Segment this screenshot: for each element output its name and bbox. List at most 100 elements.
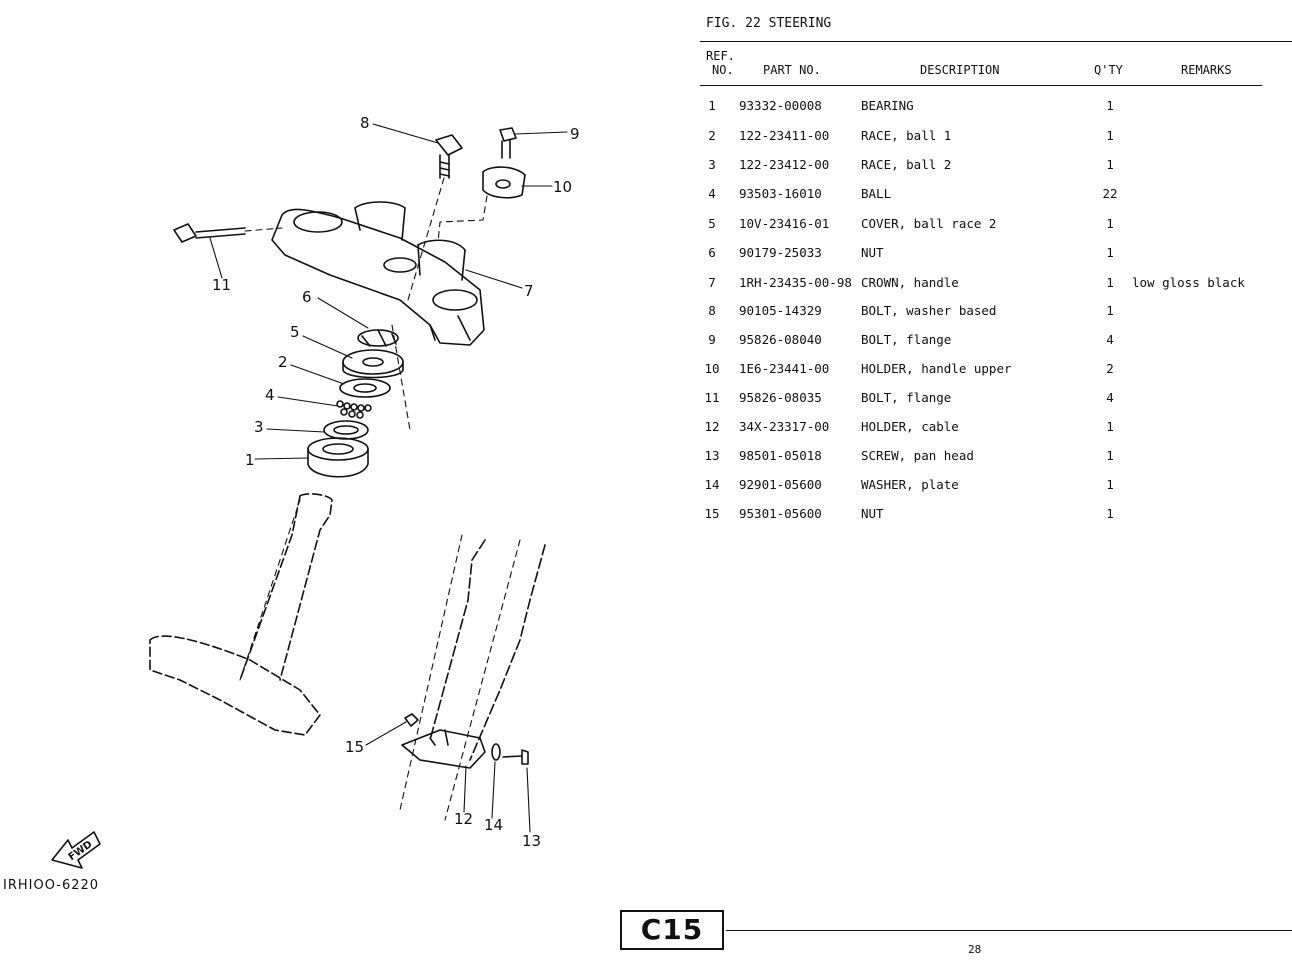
callout-labels: 8 9 10 11 7 6 5 2 4 3 1 15 12 14 13 <box>212 114 580 850</box>
qty: 2 <box>1106 361 1114 376</box>
ref-no: 12 <box>704 419 720 434</box>
table-row: 7 1RH-23435-00-98 CROWN, handle 1 low gl… <box>700 275 1292 293</box>
steering-stem-bracket <box>149 493 333 736</box>
fwd-arrow-icon <box>51 831 101 869</box>
ref-no: 5 <box>708 216 716 231</box>
holder-handle-upper-part <box>482 166 526 199</box>
ref-no: 1 <box>708 98 716 113</box>
table-top-rule <box>700 41 1292 42</box>
header-ref-line2: NO. <box>712 63 734 77</box>
part-no: 10V-23416-01 <box>739 216 830 231</box>
description: COVER, ball race 2 <box>861 216 997 231</box>
part-no: 95826-08035 <box>739 390 822 405</box>
table-row: 3 122-23412-00 RACE, ball 2 1 <box>700 157 1292 175</box>
callout-14: 14 <box>484 816 503 834</box>
page-number: 28 <box>968 943 982 956</box>
ref-no: 2 <box>708 128 716 143</box>
screw-pan-head-part <box>502 749 529 765</box>
ref-no: 13 <box>704 448 720 463</box>
callout-12: 12 <box>454 810 473 828</box>
bolt-washer-based-part <box>435 134 463 179</box>
description: NUT <box>861 506 884 521</box>
description: BOLT, flange <box>861 390 952 405</box>
callout-13: 13 <box>522 832 541 850</box>
qty: 1 <box>1106 419 1114 434</box>
table-row: 5 10V-23416-01 COVER, ball race 2 1 <box>700 216 1292 234</box>
part-no: 1E6-23441-00 <box>739 361 830 376</box>
ref-no: 8 <box>708 303 716 318</box>
table-row: 13 98501-05018 SCREW, pan head 1 <box>700 448 1292 466</box>
qty: 1 <box>1106 448 1114 463</box>
part-no: 90105-14329 <box>739 303 822 318</box>
nut-15-part <box>404 713 419 727</box>
callout-5: 5 <box>290 323 300 341</box>
washer-plate-part <box>491 743 501 761</box>
callout-6: 6 <box>302 288 312 306</box>
part-no: 122-23412-00 <box>739 157 830 172</box>
ref-no: 4 <box>708 186 716 201</box>
callout-1: 1 <box>245 451 255 469</box>
drawing-id: IRHIOO-6220 <box>3 878 100 893</box>
table-row: 12 34X-23317-00 HOLDER, cable 1 <box>700 419 1292 437</box>
header-remarks: REMARKS <box>1181 63 1232 77</box>
callout-10: 10 <box>553 178 572 196</box>
cover-ball-race-2-part <box>342 349 404 379</box>
header-qty: Q'TY <box>1094 63 1123 77</box>
description: NUT <box>861 245 884 260</box>
part-no: 93332-00008 <box>739 98 822 113</box>
table-row: 10 1E6-23441-00 HOLDER, handle upper 2 <box>700 361 1292 379</box>
qty: 1 <box>1106 477 1114 492</box>
description: RACE, ball 1 <box>861 128 952 143</box>
leader-lines <box>209 123 568 833</box>
qty: 4 <box>1106 332 1114 347</box>
callout-4: 4 <box>265 386 275 404</box>
part-no: 95301-05600 <box>739 506 822 521</box>
description: HOLDER, cable <box>861 419 959 434</box>
remarks: low gloss black <box>1132 275 1245 290</box>
page-code-box: C15 <box>620 910 724 950</box>
description: HOLDER, handle upper <box>861 361 1012 376</box>
figure-title: FIG. 22 STEERING <box>706 16 832 31</box>
header-ref-line1: REF. <box>706 49 735 63</box>
ref-no: 11 <box>704 390 720 405</box>
qty: 1 <box>1106 157 1114 172</box>
qty: 1 <box>1106 216 1114 231</box>
ref-no: 10 <box>704 361 720 376</box>
callout-7: 7 <box>524 282 534 300</box>
callout-9: 9 <box>570 125 580 143</box>
balls-part <box>336 400 372 419</box>
header-description: DESCRIPTION <box>920 63 1000 77</box>
qty: 1 <box>1106 506 1114 521</box>
callout-15: 15 <box>345 738 364 756</box>
ref-no: 3 <box>708 157 716 172</box>
qty: 1 <box>1106 275 1114 290</box>
fork-tube-outline <box>429 539 546 761</box>
qty: 4 <box>1106 390 1114 405</box>
description: BALL <box>861 186 892 201</box>
table-row: 4 93503-16010 BALL 22 <box>700 186 1292 204</box>
crown-handle-part <box>271 201 485 346</box>
qty: 1 <box>1106 303 1114 318</box>
qty: 1 <box>1106 245 1114 260</box>
header-part-no: PART NO. <box>763 63 821 77</box>
qty: 1 <box>1106 128 1114 143</box>
race-ball-2-part <box>323 420 369 440</box>
table-row: 9 95826-08040 BOLT, flange 4 <box>700 332 1292 350</box>
part-no: 122-23411-00 <box>739 128 830 143</box>
part-no: 34X-23317-00 <box>739 419 830 434</box>
exploded-parts-diagram: 8 9 10 11 7 6 5 2 4 3 1 15 12 14 13 FWD <box>51 114 580 869</box>
nut-part <box>357 329 399 347</box>
footer-rule <box>726 930 1292 931</box>
part-no: 1RH-23435-00-98 <box>739 275 852 290</box>
ref-no: 9 <box>708 332 716 347</box>
table-row: 11 95826-08035 BOLT, flange 4 <box>700 390 1292 408</box>
description: BOLT, washer based <box>861 303 997 318</box>
bearing-part <box>307 437 369 478</box>
part-no: 92901-05600 <box>739 477 822 492</box>
callout-8: 8 <box>360 114 370 132</box>
description: RACE, ball 2 <box>861 157 952 172</box>
table-row: 8 90105-14329 BOLT, washer based 1 <box>700 303 1292 321</box>
ref-no: 15 <box>704 506 720 521</box>
ref-no: 7 <box>708 275 716 290</box>
callout-2: 2 <box>278 353 288 371</box>
